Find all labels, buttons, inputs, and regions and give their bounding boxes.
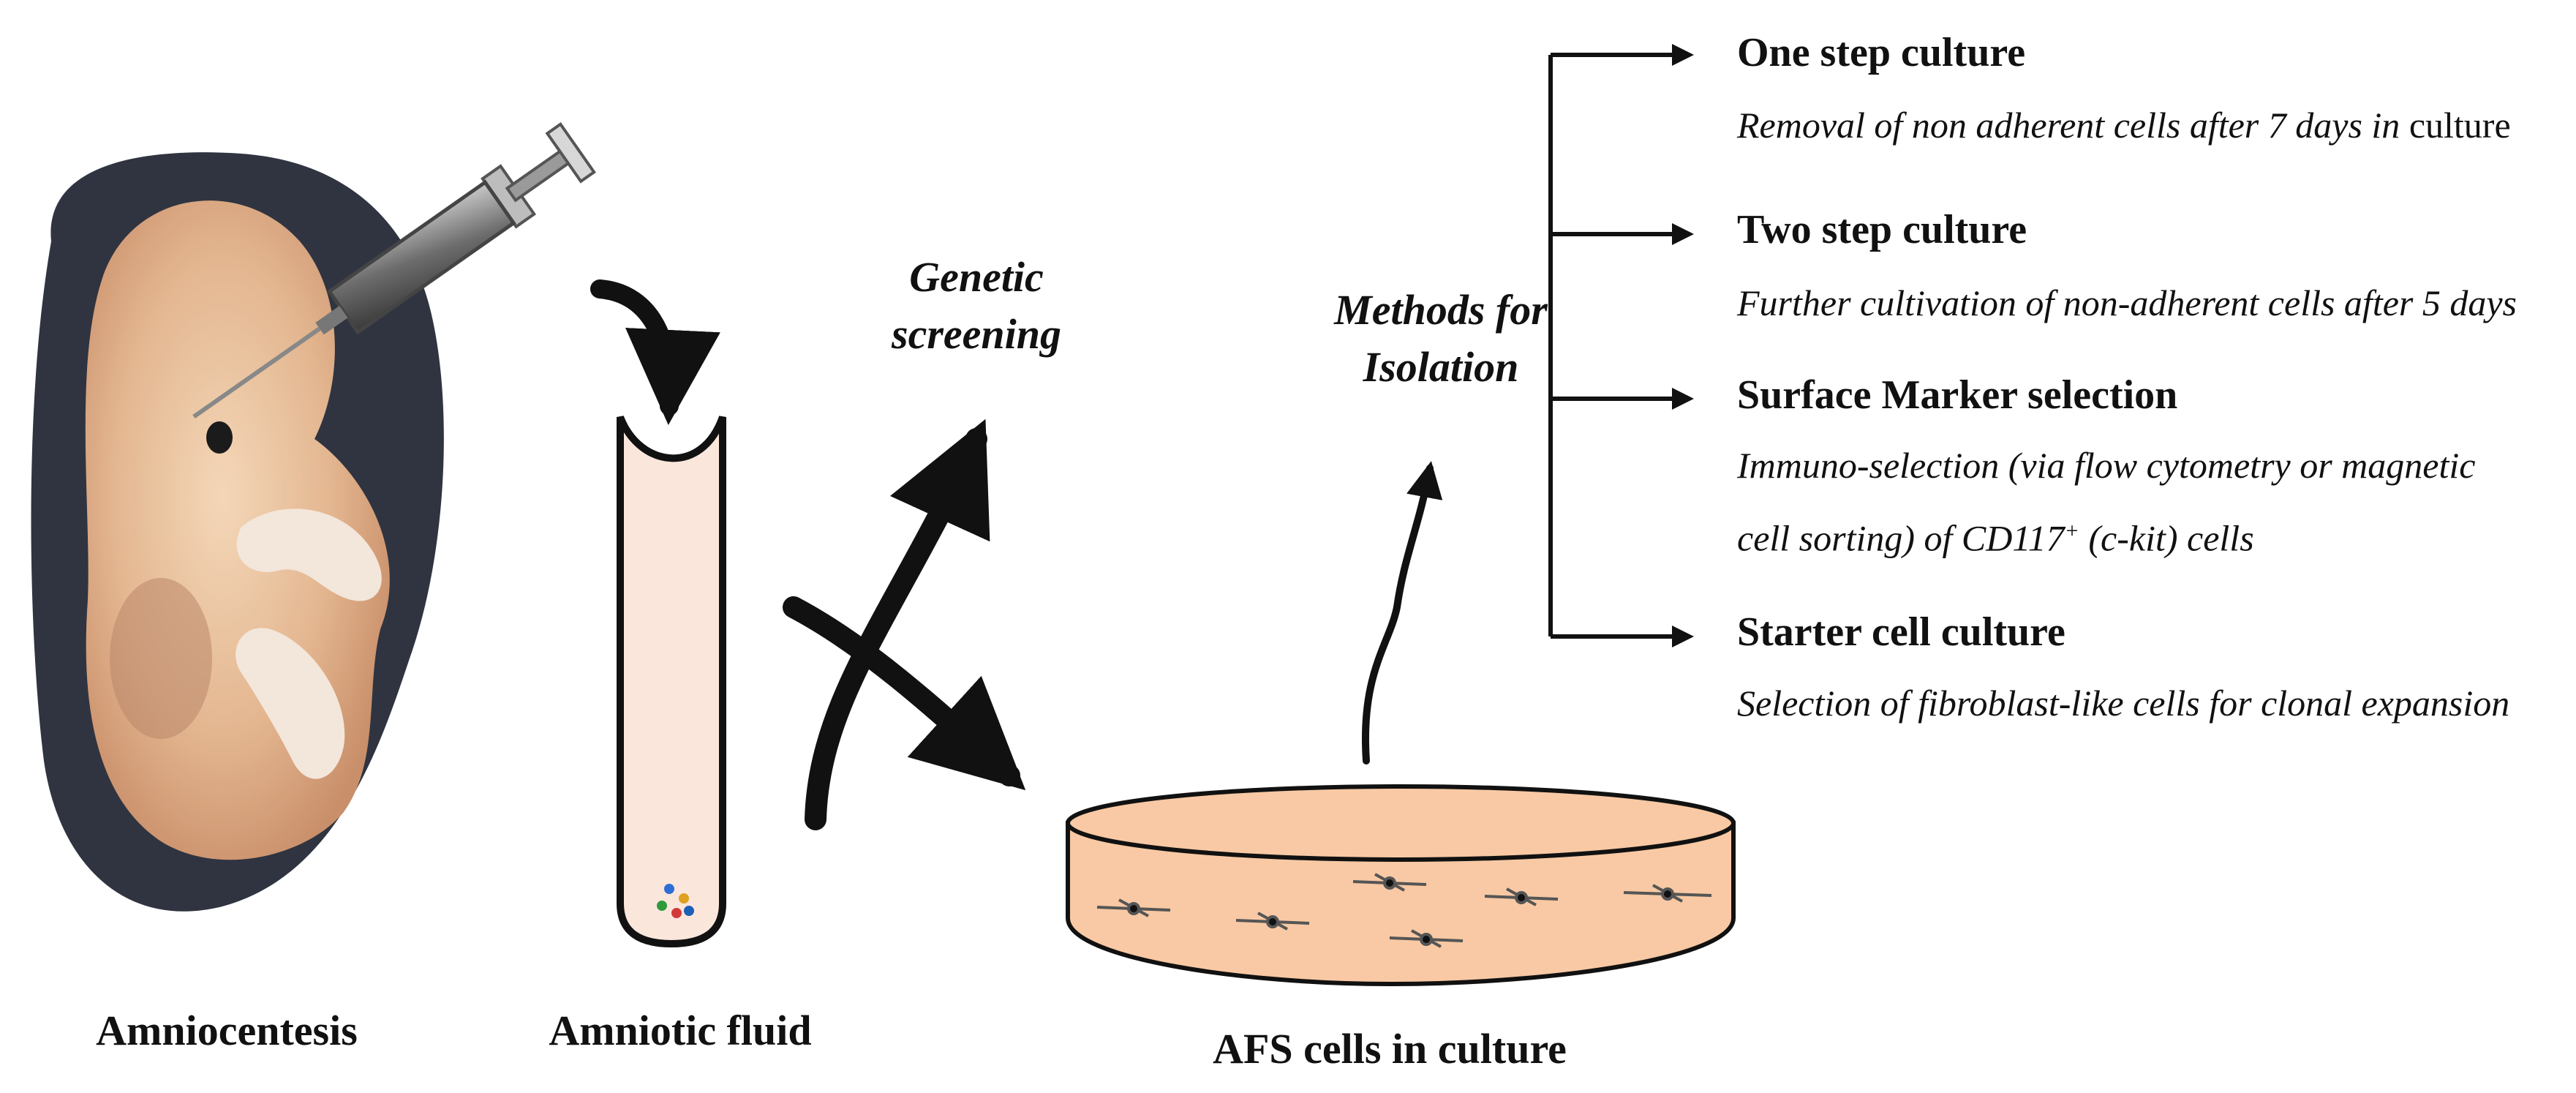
- methods-bracket: [1548, 44, 1694, 647]
- method-one-step-title: One step culture: [1737, 30, 2026, 75]
- method-starter-culture-title: Starter cell culture: [1737, 609, 2065, 655]
- methods-for-isolation-label: Methods for Isolation: [1317, 282, 1565, 396]
- caption-afs-cells-in-culture: AFS cells in culture: [1213, 1025, 1567, 1073]
- method-two-step-title: Two step culture: [1737, 207, 2027, 252]
- embryo-limb: [236, 508, 382, 601]
- method-starter-culture-desc: Selection of fibroblast-like cells for c…: [1737, 683, 2510, 724]
- caption-amniotic-fluid: Amniotic fluid: [549, 1007, 812, 1054]
- embryo-eye: [206, 421, 233, 454]
- adherent-cells: [1096, 873, 1712, 948]
- method-surface-marker-desc-sup: +: [2064, 519, 2079, 543]
- embryo-shade: [110, 578, 212, 739]
- genetic-screening-line-1: Genetic: [909, 253, 1044, 301]
- syringe-to-tube-arrow: [590, 279, 720, 425]
- embryo-leg: [236, 628, 345, 779]
- methods-for-isolation-line-1: Methods for: [1334, 286, 1548, 334]
- method-one-step-desc-upright: culture: [2409, 105, 2511, 146]
- tube-to-afs-culture-arrow: [783, 596, 1026, 791]
- culture-to-methods-arrow: [1362, 461, 1443, 765]
- caption-amniocentesis: Amniocentesis: [96, 1007, 358, 1054]
- method-two-step-desc: Further cultivation of non-adherent cell…: [1737, 282, 2517, 323]
- method-surface-marker-desc-b: (c-kit) cells: [2079, 517, 2254, 559]
- method-one-step-desc-italic: Removal of non adherent cells after 7 da…: [1737, 105, 2409, 146]
- method-one-step-desc: Removal of non adherent cells after 7 da…: [1737, 99, 2511, 151]
- genetic-screening-line-2: screening: [892, 310, 1061, 358]
- petri-dish-icon: [1066, 784, 1736, 987]
- embryo-illustration: [31, 152, 444, 912]
- genetic-screening-label: Genetic screening: [856, 249, 1097, 363]
- method-surface-marker-desc-line-2: cell sorting) of CD117+ (c-kit) cells: [1737, 505, 2254, 565]
- methods-for-isolation-line-2: Isolation: [1363, 343, 1519, 391]
- test-tube-icon: [617, 416, 726, 948]
- syringe-icon: [192, 121, 596, 419]
- method-surface-marker-title: Surface Marker selection: [1737, 372, 2178, 418]
- method-surface-marker-desc-line-1: Immuno-selection (via flow cytometry or …: [1737, 445, 2476, 486]
- method-surface-marker-desc-a: cell sorting) of CD117: [1737, 517, 2065, 559]
